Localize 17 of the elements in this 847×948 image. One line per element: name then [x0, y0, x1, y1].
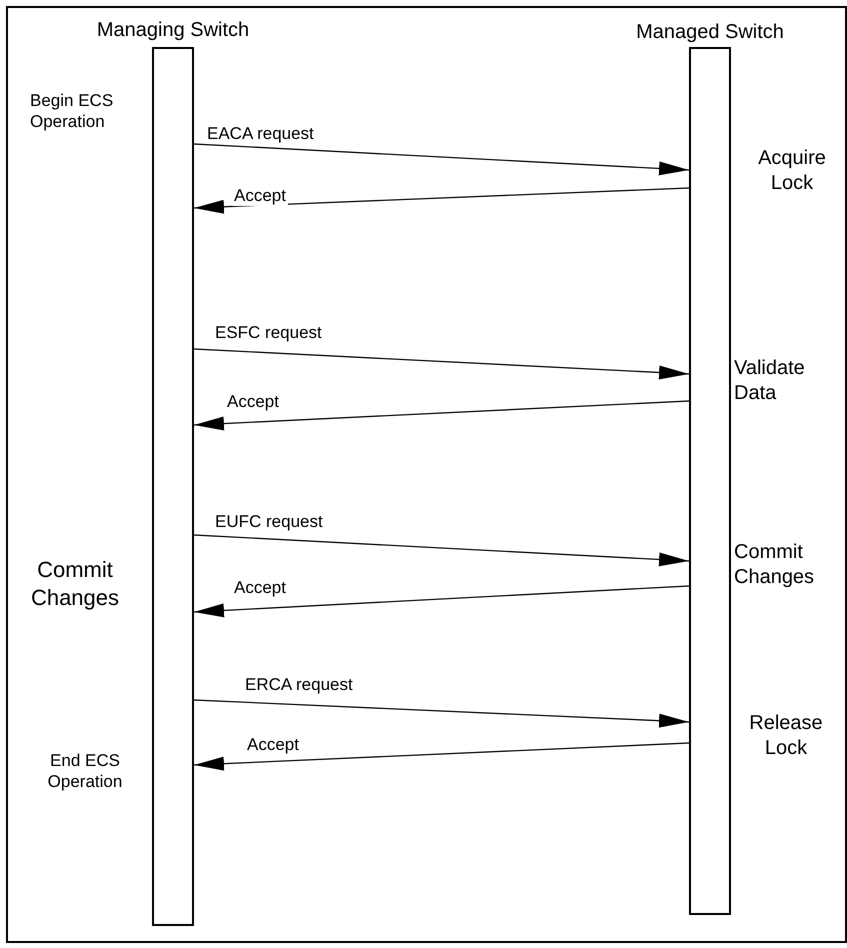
- step-note: Commit Changes: [734, 540, 816, 590]
- lifeline-heading: Managing Switch: [96, 20, 250, 40]
- message-arrow: [194, 534, 690, 566]
- step-note: Commit Changes: [30, 556, 120, 611]
- message-arrow: [194, 699, 690, 728]
- step-note: Begin ECS Operation: [30, 90, 114, 132]
- lifeline-heading: Managed Switch: [636, 22, 784, 42]
- message-arrow: [194, 187, 690, 214]
- message-arrow: [194, 143, 690, 176]
- step-note: End ECS Operation: [46, 750, 124, 792]
- message-arrow: [194, 585, 690, 618]
- step-note: Release Lock: [748, 711, 824, 761]
- message-arrow: [194, 348, 690, 380]
- step-note: Validate Data: [734, 356, 806, 406]
- message-arrow: [194, 400, 690, 431]
- step-note: Acquire Lock: [757, 146, 827, 196]
- message-arrow: [194, 742, 690, 771]
